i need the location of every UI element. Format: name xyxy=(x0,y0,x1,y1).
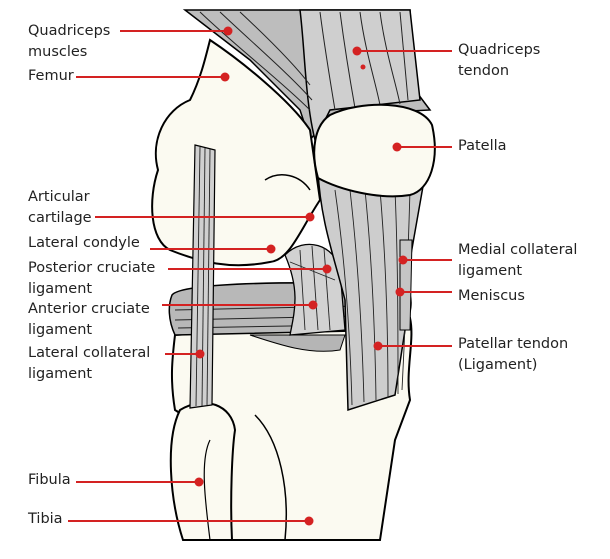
label-femur: Femur xyxy=(28,68,74,84)
label-lateral-collateral: Lateral collateral ligament xyxy=(28,345,151,382)
fibula-contour xyxy=(203,439,211,541)
label-quadriceps-tendon: Quadriceps tendon xyxy=(458,42,541,79)
tibia-contour xyxy=(254,414,287,541)
label-articular-cartilage: Articular cartilage xyxy=(28,189,92,226)
label-medial-collateral: Medial collateral ligament xyxy=(458,242,578,279)
dot-anterior-cruciate xyxy=(308,300,318,310)
medial-collateral-shape xyxy=(399,239,413,331)
dot-articular-cartilage xyxy=(305,212,315,222)
lcl-fibers xyxy=(195,146,211,407)
label-fibula: Fibula xyxy=(28,472,71,488)
patellar-tendon-fibers xyxy=(334,189,411,406)
label-meniscus: Meniscus xyxy=(458,288,525,304)
small-mark xyxy=(360,64,366,70)
dot-quadriceps-tendon xyxy=(352,46,362,56)
label-posterior-cruciate: Posterior cruciate ligament xyxy=(28,260,156,297)
femur-notch xyxy=(264,174,311,191)
dot-lateral-condyle xyxy=(266,244,276,254)
label-lateral-condyle: Lateral condyle xyxy=(28,235,140,251)
dot-tibia xyxy=(304,516,314,526)
tendon-fibers xyxy=(199,11,409,111)
dot-medial-collateral xyxy=(398,255,408,265)
dot-lateral-collateral xyxy=(195,349,205,359)
label-quadriceps-muscles: Quadriceps muscles xyxy=(28,23,111,60)
cruciate-fibers xyxy=(289,245,336,331)
tibial-plateau-shadow xyxy=(249,334,346,352)
lateral-collateral-shape xyxy=(189,144,216,409)
label-patellar-tendon: Patellar tendon (Ligament) xyxy=(458,336,569,373)
fibula-shape xyxy=(169,401,237,541)
dot-patellar-tendon xyxy=(373,341,383,351)
label-tibia: Tibia xyxy=(28,511,63,527)
label-dots xyxy=(194,26,408,526)
dot-meniscus xyxy=(395,287,405,297)
dot-patella xyxy=(392,142,402,152)
dot-quadriceps-muscles xyxy=(223,26,233,36)
dot-fibula xyxy=(194,477,204,487)
leader-lines xyxy=(68,30,452,522)
patella-shape xyxy=(313,103,436,198)
dot-femur xyxy=(220,72,230,82)
label-anterior-cruciate: Anterior cruciate ligament xyxy=(28,301,150,338)
quadriceps-tendon-shape xyxy=(299,9,421,143)
dot-posterior-cruciate xyxy=(322,264,332,274)
label-patella: Patella xyxy=(458,138,507,154)
